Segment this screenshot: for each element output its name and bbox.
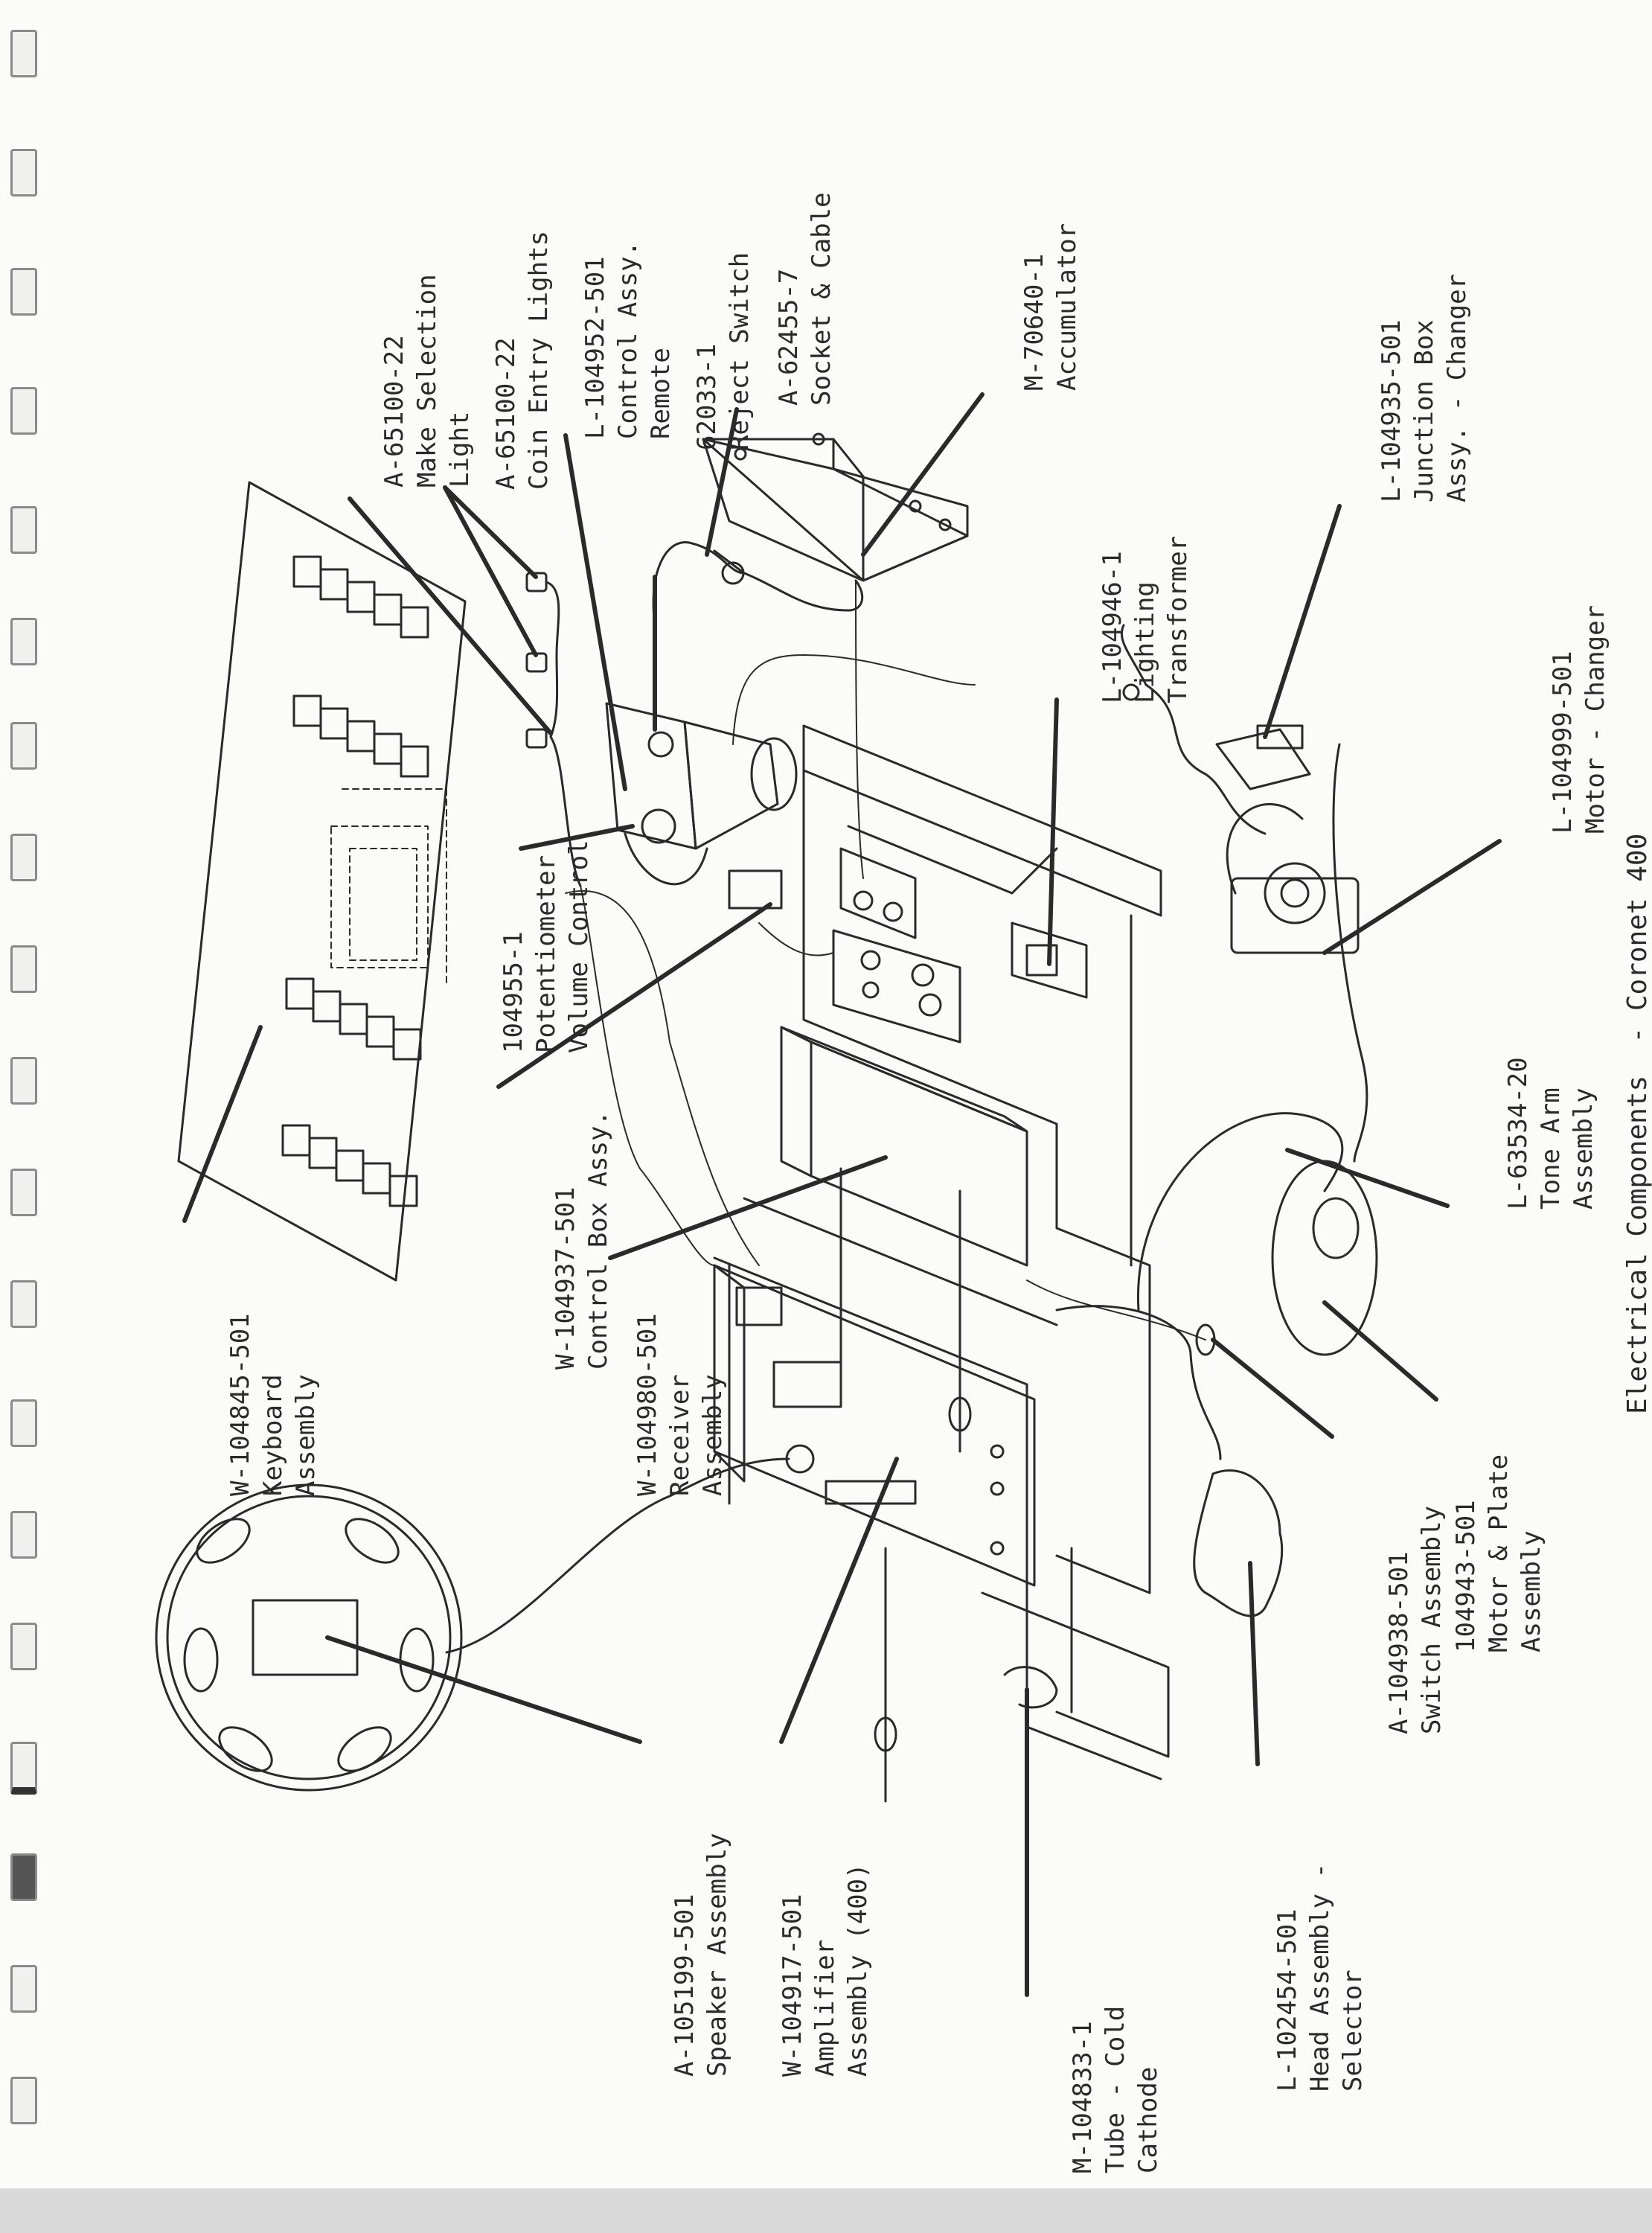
binder-hole [10,618,37,665]
chassis [713,724,1170,1780]
junction-box [1120,624,1311,835]
binder-hole [10,834,37,881]
binder-hole [10,268,37,316]
binder-hole [10,506,37,554]
binder-hole [10,387,37,435]
binder-hole [10,1511,37,1559]
scan-bottom-band [0,2188,1652,2233]
speaker [155,1457,790,1792]
binder-hole [10,30,37,77]
binder-hole [10,1623,37,1670]
binder-hole [10,1280,37,1328]
figure-caption: Electrical Components - Coronet 400 [1622,833,1652,1414]
keyboard-panel [177,481,467,1282]
binder-hole [10,149,37,197]
binder-hole [10,1965,37,2013]
control-box [605,702,779,886]
leader-lines [182,392,1502,1997]
binder-hole [10,1057,37,1105]
turntable [1136,743,1378,1356]
binder-hole [10,1399,37,1447]
accumulator-box [702,432,969,582]
tube-cold-cathode [874,1547,1058,1803]
binder-hole [10,945,37,993]
binder-hole [10,1169,37,1216]
lighting-transformer [1011,921,1088,999]
binder-hole [10,2077,37,2124]
changer-motor [1230,862,1360,954]
binder-hole [10,1853,37,1901]
binder-hole [10,722,37,770]
wiring [565,580,1206,1341]
receiver-box [780,1026,1028,1267]
binder-hole [10,1742,37,1795]
socket-cable [652,541,864,627]
amplifier-chassis [713,1264,1036,1587]
